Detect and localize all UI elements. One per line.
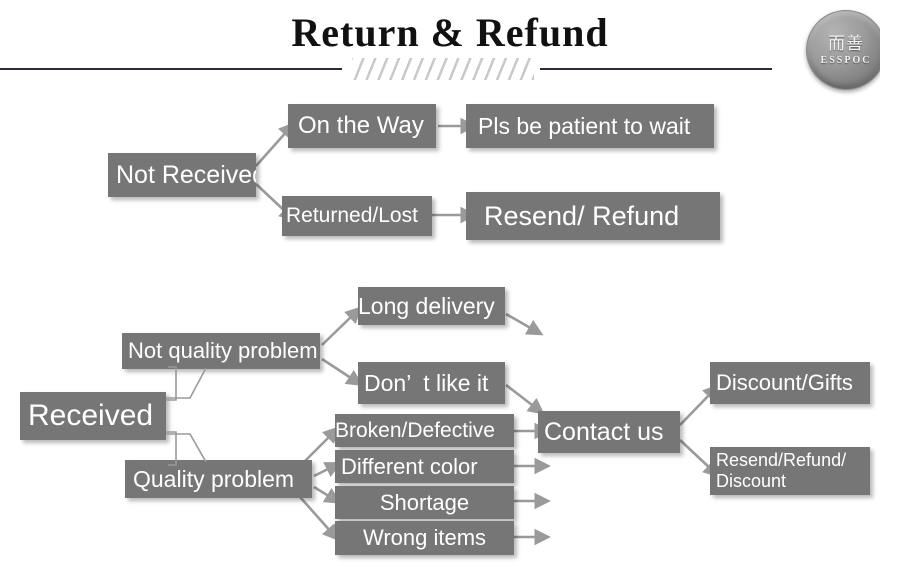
node-quality-problem[interactable]: Quality problem [125, 460, 312, 498]
node-not-quality-problem[interactable]: Not quality problem [122, 333, 320, 369]
title-rule-left [0, 68, 342, 70]
node-dont-like-it[interactable]: Don’ t like it [358, 362, 505, 404]
node-shortage[interactable]: Shortage [335, 486, 514, 519]
node-discount-gifts[interactable]: Discount/Gifts [710, 362, 870, 404]
node-not-received[interactable]: Not Received [108, 153, 256, 197]
node-resend-refund-discount[interactable]: Resend/Refund/ Discount [710, 447, 870, 495]
title-rule-right [540, 68, 772, 70]
node-contact-us[interactable]: Contact us [538, 411, 680, 453]
title-hatch-ornament [352, 58, 534, 80]
node-on-the-way[interactable]: On the Way [288, 104, 436, 148]
node-resend-refund[interactable]: Resend/ Refund [466, 192, 720, 240]
logo-latin-text: ESSPOC [820, 54, 872, 66]
node-received[interactable]: Received [20, 392, 166, 440]
node-wrong-items[interactable]: Wrong items [335, 521, 514, 555]
logo-edge-mask [880, 0, 900, 98]
node-long-delivery[interactable]: Long delivery [358, 287, 505, 325]
page-title: Return & Refund [291, 10, 609, 55]
node-returned-lost[interactable]: Returned/Lost [282, 196, 432, 236]
node-broken-defective[interactable]: Broken/Defective [335, 414, 514, 447]
node-different-color[interactable]: Different color [335, 450, 514, 483]
node-pls-be-patient-to-wait[interactable]: Pls be patient to wait [466, 104, 714, 148]
brand-logo: 而善 ESSPOC [806, 10, 886, 90]
logo-chinese-text: 而善 [828, 33, 864, 54]
